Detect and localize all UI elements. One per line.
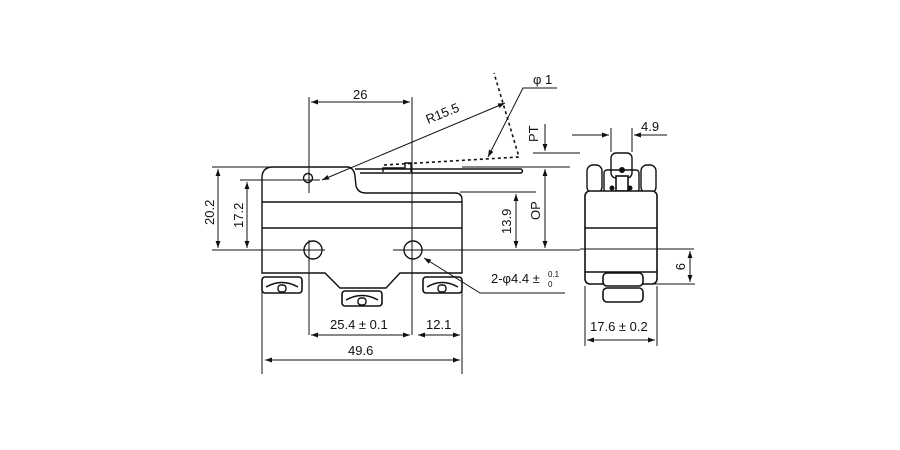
switch-body	[261, 166, 463, 289]
side-tab	[640, 164, 657, 194]
dim-height-plunger: 13.9	[499, 209, 514, 234]
side-view: 4.9 9 17.6 ± 0.2	[574, 119, 695, 346]
side-terminal	[602, 287, 644, 303]
terminal	[261, 276, 303, 294]
dim-hole-spacing: 25.4 ± 0.1	[330, 317, 388, 332]
side-tab	[586, 164, 603, 194]
dim-height-total: 20.2	[202, 200, 217, 225]
lever-free-position	[383, 72, 521, 166]
dim-terminal-height: 9	[673, 263, 688, 270]
lever	[355, 168, 524, 174]
dim-holes-tol-upper: 0.1	[548, 270, 560, 279]
plunger-core	[615, 175, 629, 192]
dim-overall-width: 17.6 ± 0.2	[590, 319, 648, 334]
lever-pivot	[302, 172, 314, 184]
dim-radius: R15.5	[424, 100, 462, 127]
dim-operating-position: OP	[528, 201, 543, 220]
dim-holes: 2-φ4.4 ±	[491, 271, 540, 286]
front-view: 26 R15.5 φ 1 PT OP 13.9 20.2 17.2 2-φ4.4…	[202, 72, 580, 374]
dim-roller-diameter: φ 1	[533, 72, 552, 87]
dim-holes-tol-lower: 0	[548, 280, 553, 289]
dim-top-width: 26	[353, 87, 367, 102]
dim-hole-to-edge: 12.1	[426, 317, 451, 332]
side-body	[584, 190, 658, 285]
dim-height-pivot: 17.2	[231, 203, 246, 228]
side-terminal	[602, 272, 644, 287]
terminal	[422, 276, 463, 294]
dim-pretravel: PT	[526, 125, 541, 142]
actuator-plunger	[610, 152, 633, 179]
terminal	[341, 290, 383, 307]
dim-overall-length: 49.6	[348, 343, 373, 358]
dim-actuator-width: 4.9	[641, 119, 659, 134]
